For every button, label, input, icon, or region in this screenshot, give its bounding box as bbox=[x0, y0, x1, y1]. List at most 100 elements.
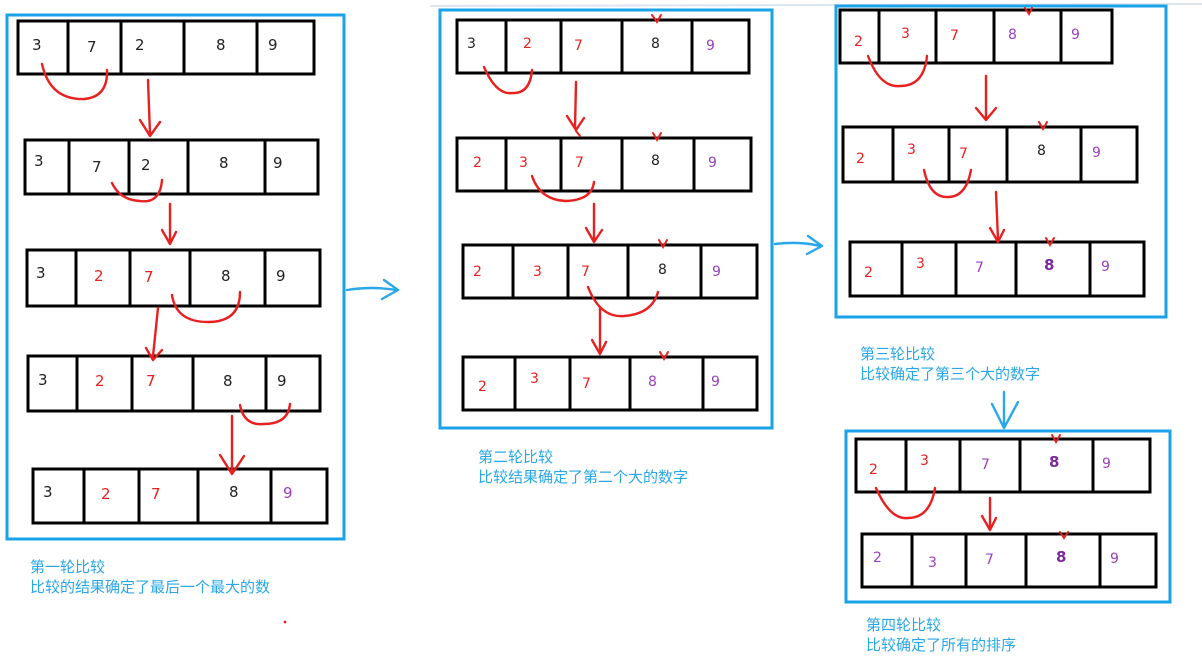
tick-mark bbox=[1038, 121, 1048, 132]
round-2-row-2-frame bbox=[455, 136, 753, 193]
round-1-caption: 第一轮比较 比较的结果确定了最后一个最大的数 bbox=[30, 557, 270, 597]
number-cell: 2 bbox=[101, 485, 111, 503]
number-cell: 7 bbox=[92, 158, 102, 176]
round-2-description: 比较结果确定了第二个大的数字 bbox=[478, 468, 689, 486]
round-2-row-2: 2 3 7 8 9 bbox=[455, 136, 753, 193]
number-cell: 3 bbox=[928, 555, 937, 571]
tick-mark bbox=[652, 132, 662, 143]
comparison-arc bbox=[866, 54, 929, 88]
number-cell: 7 bbox=[146, 372, 156, 390]
number-cell: 7 bbox=[981, 457, 990, 473]
comparison-arc bbox=[110, 178, 164, 203]
round-3-row-3-frame bbox=[848, 240, 1146, 298]
number-cell: 3 bbox=[533, 264, 542, 280]
number-cell: 9 bbox=[711, 374, 720, 390]
number-cell: 8 bbox=[1049, 453, 1059, 471]
comparison-arc bbox=[922, 168, 973, 199]
round-1-row-4: 3 2 7 8 9 bbox=[26, 354, 322, 413]
tick-mark bbox=[1059, 531, 1069, 540]
stray-mark bbox=[283, 620, 287, 624]
number-cell: 8 bbox=[648, 374, 657, 390]
round-3-caption: 第三轮比较 比较确定了第三个大的数字 bbox=[860, 344, 1040, 384]
number-cell: 2 bbox=[864, 265, 873, 281]
round-4-panel bbox=[844, 429, 1172, 604]
number-cell: 8 bbox=[216, 36, 226, 54]
down-arrow bbox=[584, 202, 604, 244]
round-2-title: 第二轮比较 bbox=[478, 448, 554, 466]
number-cell: 9 bbox=[712, 264, 721, 280]
right-arrow bbox=[345, 278, 400, 301]
round-1-row-1: 3 7 2 8 9 bbox=[16, 19, 316, 76]
comparison-arc bbox=[530, 174, 596, 203]
number-cell: 3 bbox=[32, 36, 42, 54]
down-arrow bbox=[990, 390, 1020, 430]
round-3-row-1-frame bbox=[838, 8, 1114, 65]
down-arrow bbox=[218, 414, 246, 476]
number-cell: 8 bbox=[1008, 27, 1017, 43]
tick-mark bbox=[1024, 7, 1033, 16]
round-4-row-1-frame bbox=[854, 437, 1152, 494]
round-1-row-1-frame bbox=[16, 19, 316, 76]
step-arrows bbox=[138, 74, 1006, 532]
round-3-title: 第三轮比较 bbox=[860, 345, 936, 363]
tick-mark bbox=[575, 130, 581, 137]
number-cell: 7 bbox=[144, 268, 154, 286]
round-1-row-4-frame bbox=[26, 354, 322, 413]
number-cell: 8 bbox=[658, 262, 667, 278]
down-arrow bbox=[138, 78, 162, 138]
number-cell: 8 bbox=[229, 483, 239, 501]
number-cell: 9 bbox=[268, 36, 278, 54]
number-cell: 8 bbox=[223, 372, 233, 390]
round-3-panel bbox=[834, 4, 1168, 319]
number-cell: 8 bbox=[651, 153, 660, 169]
number-cell: 2 bbox=[869, 462, 878, 478]
number-cell: 3 bbox=[907, 142, 916, 158]
round-1-row-2-frame bbox=[23, 138, 320, 196]
comparison-arc bbox=[874, 486, 937, 520]
number-cell: 2 bbox=[523, 36, 532, 52]
number-cell: 3 bbox=[530, 371, 539, 387]
round-1-row-5-frame bbox=[31, 467, 329, 525]
round-4-row-2-frame bbox=[860, 532, 1158, 589]
round-transition-arrows bbox=[345, 234, 1020, 430]
number-cell: 3 bbox=[38, 371, 48, 389]
round-3-row-1: 2 3 7 8 9 bbox=[838, 8, 1114, 65]
number-cell: 9 bbox=[1101, 259, 1110, 275]
top-guideline bbox=[429, 3, 1202, 7]
round-1-row-2: 3 7 2 8 9 bbox=[23, 138, 320, 196]
down-arrow bbox=[590, 306, 608, 356]
number-cell: 2 bbox=[95, 372, 105, 390]
comparison-arcs bbox=[40, 54, 973, 520]
number-cell: 8 bbox=[219, 154, 229, 172]
number-cell: 2 bbox=[478, 379, 487, 395]
down-arrow bbox=[974, 74, 998, 122]
number-cell: 8 bbox=[1037, 143, 1046, 159]
round-2-panel bbox=[438, 8, 774, 430]
number-cell: 9 bbox=[1110, 551, 1119, 567]
number-cell: 2 bbox=[135, 36, 145, 54]
number-cell: 9 bbox=[276, 267, 286, 285]
tick-mark bbox=[1045, 237, 1055, 248]
comparison-arc bbox=[170, 290, 242, 324]
down-arrow bbox=[160, 202, 178, 246]
number-cell: 9 bbox=[1092, 145, 1101, 161]
tick-mark bbox=[651, 14, 662, 24]
number-cell: 7 bbox=[575, 155, 584, 171]
right-arrow bbox=[773, 234, 824, 256]
round-1-row-5: 3 2 7 8 9 bbox=[31, 467, 329, 525]
round-2-row-4: 2 3 7 8 9 bbox=[461, 355, 759, 412]
number-cell: 7 bbox=[950, 28, 959, 44]
tick-mark bbox=[1051, 434, 1061, 445]
number-cell: 2 bbox=[473, 264, 482, 280]
down-arrow bbox=[988, 190, 1006, 244]
number-cell: 7 bbox=[975, 260, 984, 276]
round-4-caption: 第四轮比较 比较确定了所有的排序 bbox=[866, 615, 1016, 655]
number-cell: 3 bbox=[34, 152, 44, 170]
round-1-row-3-frame bbox=[25, 248, 322, 308]
number-cell: 9 bbox=[1071, 27, 1080, 43]
round-2-caption: 第二轮比较 比较结果确定了第二个大的数字 bbox=[478, 447, 688, 487]
number-cell: 7 bbox=[87, 38, 97, 56]
comparison-arc bbox=[40, 62, 109, 101]
round-3-description: 比较确定了第三个大的数字 bbox=[860, 365, 1041, 383]
